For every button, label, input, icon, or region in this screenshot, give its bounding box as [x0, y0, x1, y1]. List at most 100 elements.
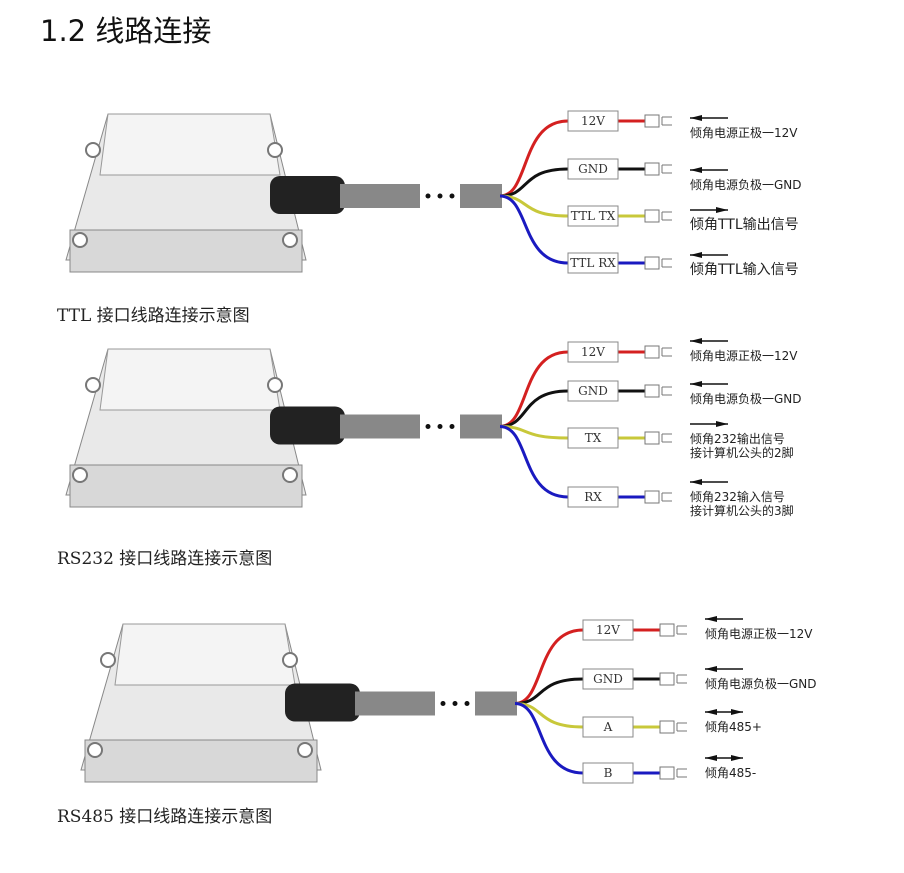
- sensor-top: [114, 623, 296, 686]
- terminal-plug-icon: [659, 720, 675, 734]
- wire-0: [499, 350, 645, 428]
- arrow-left-icon: [705, 755, 717, 761]
- wire-3: [499, 194, 645, 265]
- wire-tag-box: [582, 619, 634, 641]
- wire-tag: TTL RX: [570, 256, 616, 270]
- wire-tag: RX: [584, 490, 602, 504]
- mount-hole-icon: [282, 232, 298, 248]
- terminal-pin-icon: [661, 386, 672, 396]
- wire-tag-box: [567, 341, 619, 363]
- arrow-left-icon: [705, 666, 717, 672]
- wire-tag-box: [567, 380, 619, 402]
- terminal-pin-icon: [661, 492, 672, 502]
- signal-description: 倾角TTL输出信号: [690, 217, 799, 233]
- wire-tag-box: [567, 486, 619, 508]
- sensor-base: [69, 464, 303, 508]
- terminal-plug-icon: [659, 623, 675, 637]
- ellipsis-dot: [437, 424, 443, 429]
- wire-0: [514, 628, 660, 705]
- rs485-caption: RS485 接口线路连接示意图: [57, 807, 273, 827]
- sensor-base: [84, 739, 318, 783]
- terminal-plug-icon: [644, 490, 660, 504]
- terminal-plug-icon: [644, 384, 660, 398]
- arrow-left-icon: [705, 616, 717, 622]
- arrow-left-icon: [690, 167, 702, 173]
- terminal-pin-icon: [661, 347, 672, 357]
- terminal-pin-icon: [676, 674, 687, 684]
- arrow-right-icon: [731, 755, 743, 761]
- ellipsis-dot: [437, 193, 443, 199]
- signal-description: 倾角485-: [705, 766, 757, 780]
- section-heading: 1.2 线路连接: [40, 14, 212, 48]
- wire-tag-box: [567, 205, 619, 227]
- diagram-0: 12V GND TTL TX TTL RX: [65, 110, 728, 274]
- ellipsis-dot: [449, 193, 455, 199]
- wire-tag-box: [567, 158, 619, 180]
- wire-tag-box: [567, 427, 619, 449]
- terminal-plug-icon: [644, 162, 660, 176]
- terminal-pin-icon: [661, 258, 672, 268]
- ellipsis-dot: [452, 701, 458, 706]
- wire-1: [499, 167, 645, 198]
- ellipsis-dot: [440, 701, 446, 706]
- arrow-right-icon: [731, 709, 743, 715]
- wire-tag: 12V: [581, 114, 605, 128]
- signal-description: 倾角电源负极一GND: [690, 178, 802, 192]
- mount-hole-icon: [100, 652, 116, 668]
- mount-hole-icon: [267, 142, 283, 158]
- signal-description: 倾角电源正极一12V: [690, 349, 798, 363]
- ttl-caption: TTL 接口线路连接示意图: [57, 306, 250, 326]
- mount-hole-icon: [297, 742, 313, 758]
- arrow-left-icon: [690, 338, 702, 344]
- signal-description: 倾角电源正极一12V: [705, 627, 813, 641]
- terminal-pin-icon: [676, 768, 687, 778]
- mount-hole-icon: [282, 652, 298, 668]
- wire-tag-box: [582, 668, 634, 690]
- sensor-top: [99, 348, 281, 411]
- terminal-pin-icon: [661, 164, 672, 174]
- terminal-plug-icon: [644, 209, 660, 223]
- cable: [340, 414, 420, 439]
- cable-end: [460, 414, 502, 439]
- arrow-left-icon: [690, 252, 702, 258]
- terminal-pin-icon: [676, 625, 687, 635]
- arrow-left-icon: [705, 709, 717, 715]
- sensor-base: [69, 229, 303, 273]
- wire-3: [499, 425, 645, 499]
- cable-end: [460, 184, 502, 208]
- mount-hole-icon: [85, 142, 101, 158]
- signal-description: 倾角电源负极一GND: [705, 677, 817, 691]
- terminal-plug-icon: [644, 345, 660, 359]
- wire-2: [499, 194, 645, 218]
- wire-tag: TTL TX: [571, 209, 616, 223]
- signal-description: 倾角232输入信号 接计算机公头的3脚: [690, 490, 794, 518]
- wire-tag-box: [582, 762, 634, 784]
- cable: [355, 691, 435, 716]
- wire-tag-box: [567, 110, 619, 132]
- wire-tag: 12V: [581, 345, 605, 359]
- wire-tag: GND: [578, 162, 608, 176]
- arrow-left-icon: [690, 479, 702, 485]
- mount-hole-icon: [72, 232, 88, 248]
- wire-tag: A: [603, 720, 613, 734]
- signal-description: 倾角TTL输入信号: [690, 262, 799, 278]
- wire-3: [514, 702, 660, 775]
- terminal-plug-icon: [659, 766, 675, 780]
- rs232-caption: RS232 接口线路连接示意图: [57, 549, 273, 569]
- wire-2: [499, 425, 645, 440]
- wire-tag: B: [604, 766, 613, 780]
- terminal-pin-icon: [676, 722, 687, 732]
- wire-1: [499, 389, 645, 428]
- cable: [340, 184, 420, 208]
- wire-tag: TX: [585, 431, 602, 445]
- cable-end: [475, 691, 517, 716]
- arrow-left-icon: [690, 115, 702, 121]
- diagram-1: 12V GND TX RX: [65, 338, 728, 508]
- signal-description: 倾角电源正极一12V: [690, 126, 798, 140]
- wire-tag: 12V: [596, 623, 620, 637]
- cable-connector: [270, 406, 345, 445]
- arrow-right-icon: [716, 421, 728, 427]
- wire-tag: GND: [578, 384, 608, 398]
- arrow-right-icon: [716, 207, 728, 213]
